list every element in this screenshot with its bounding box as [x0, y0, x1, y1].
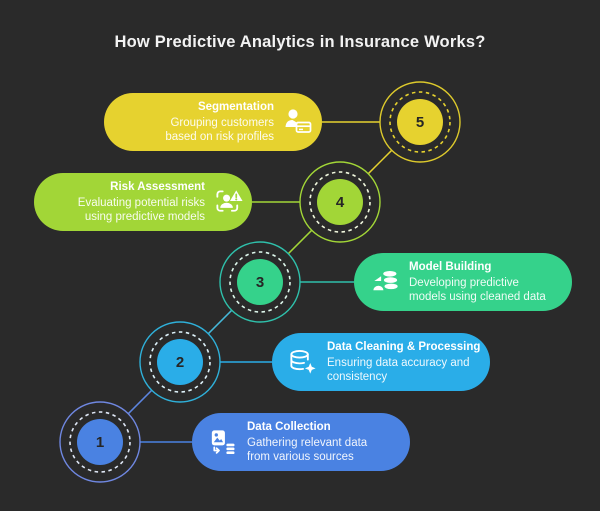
step-card-data-cleaning: Data Cleaning & Processing Ensuring data… [272, 333, 490, 391]
outer-ring-5 [379, 81, 461, 163]
step-circle-5: 5 [379, 81, 461, 163]
database-sparkle-icon [287, 347, 318, 378]
number-disc-5 [397, 99, 443, 145]
step-number-2: 2 [176, 354, 184, 371]
number-disc-1 [77, 419, 123, 465]
dashed-ring-3 [229, 251, 291, 313]
page-title: How Predictive Analytics in Insurance Wo… [114, 33, 486, 51]
dashed-ring-2 [149, 331, 211, 393]
dashed-ring-1 [69, 411, 131, 473]
step-circle-1: 1 [59, 401, 141, 483]
document-collect-icon [207, 427, 238, 458]
risk-scan-warning-icon [216, 189, 243, 212]
outer-ring-1 [59, 401, 141, 483]
step-card-risk-assessment: Risk Assessment Evaluating potential ris… [34, 173, 252, 231]
dashed-ring-5 [389, 91, 451, 153]
step-title: Data Cleaning & Processing [327, 341, 481, 353]
step-number-4: 4 [336, 194, 345, 211]
database-sparkle-icon [290, 349, 316, 374]
model-database-icon [373, 270, 398, 290]
step-description: Developing predictive models using clean… [409, 277, 546, 303]
number-disc-4 [317, 179, 363, 225]
person-card-icon [282, 106, 314, 138]
step-number-3: 3 [256, 274, 264, 291]
step-description: Grouping customers based on risk profile… [165, 117, 274, 143]
document-collect-icon [211, 429, 235, 454]
dashed-ring-4 [309, 171, 371, 233]
step-card-segmentation: Segmentation Grouping customers based on… [104, 93, 322, 151]
step-title: Segmentation [197, 101, 274, 113]
outer-ring-3 [219, 241, 301, 323]
step-description: Ensuring data accuracy and consistency [327, 357, 470, 383]
step-circle-3: 3 [219, 241, 301, 323]
outer-ring-2 [139, 321, 221, 403]
connector-line-3-2 [207, 309, 233, 335]
connector-line-4-3 [287, 229, 313, 255]
person-card-icon [285, 109, 312, 133]
step-circle-4: 4 [299, 161, 381, 243]
step-title: Data Collection [247, 421, 331, 433]
number-disc-2 [157, 339, 203, 385]
step-number-1: 1 [96, 434, 104, 451]
outer-ring-4 [299, 161, 381, 243]
connector-line-5-4 [367, 149, 393, 175]
step-description: Evaluating potential risks using predict… [77, 197, 205, 223]
step-number-5: 5 [416, 114, 424, 131]
step-title: Risk Assessment [110, 181, 205, 193]
connector-line-2-1 [127, 389, 153, 415]
step-title: Model Building [409, 261, 492, 273]
number-disc-3 [237, 259, 283, 305]
step-circle-2: 2 [139, 321, 221, 403]
step-description: Gathering relevant data from various sou… [247, 437, 368, 463]
model-database-icon [369, 267, 400, 298]
risk-scan-warning-icon [213, 187, 244, 218]
step-card-data-collection: Data Collection Gathering relevant data … [192, 413, 410, 471]
step-card-model-building: Model Building Developing predictive mod… [354, 253, 572, 311]
